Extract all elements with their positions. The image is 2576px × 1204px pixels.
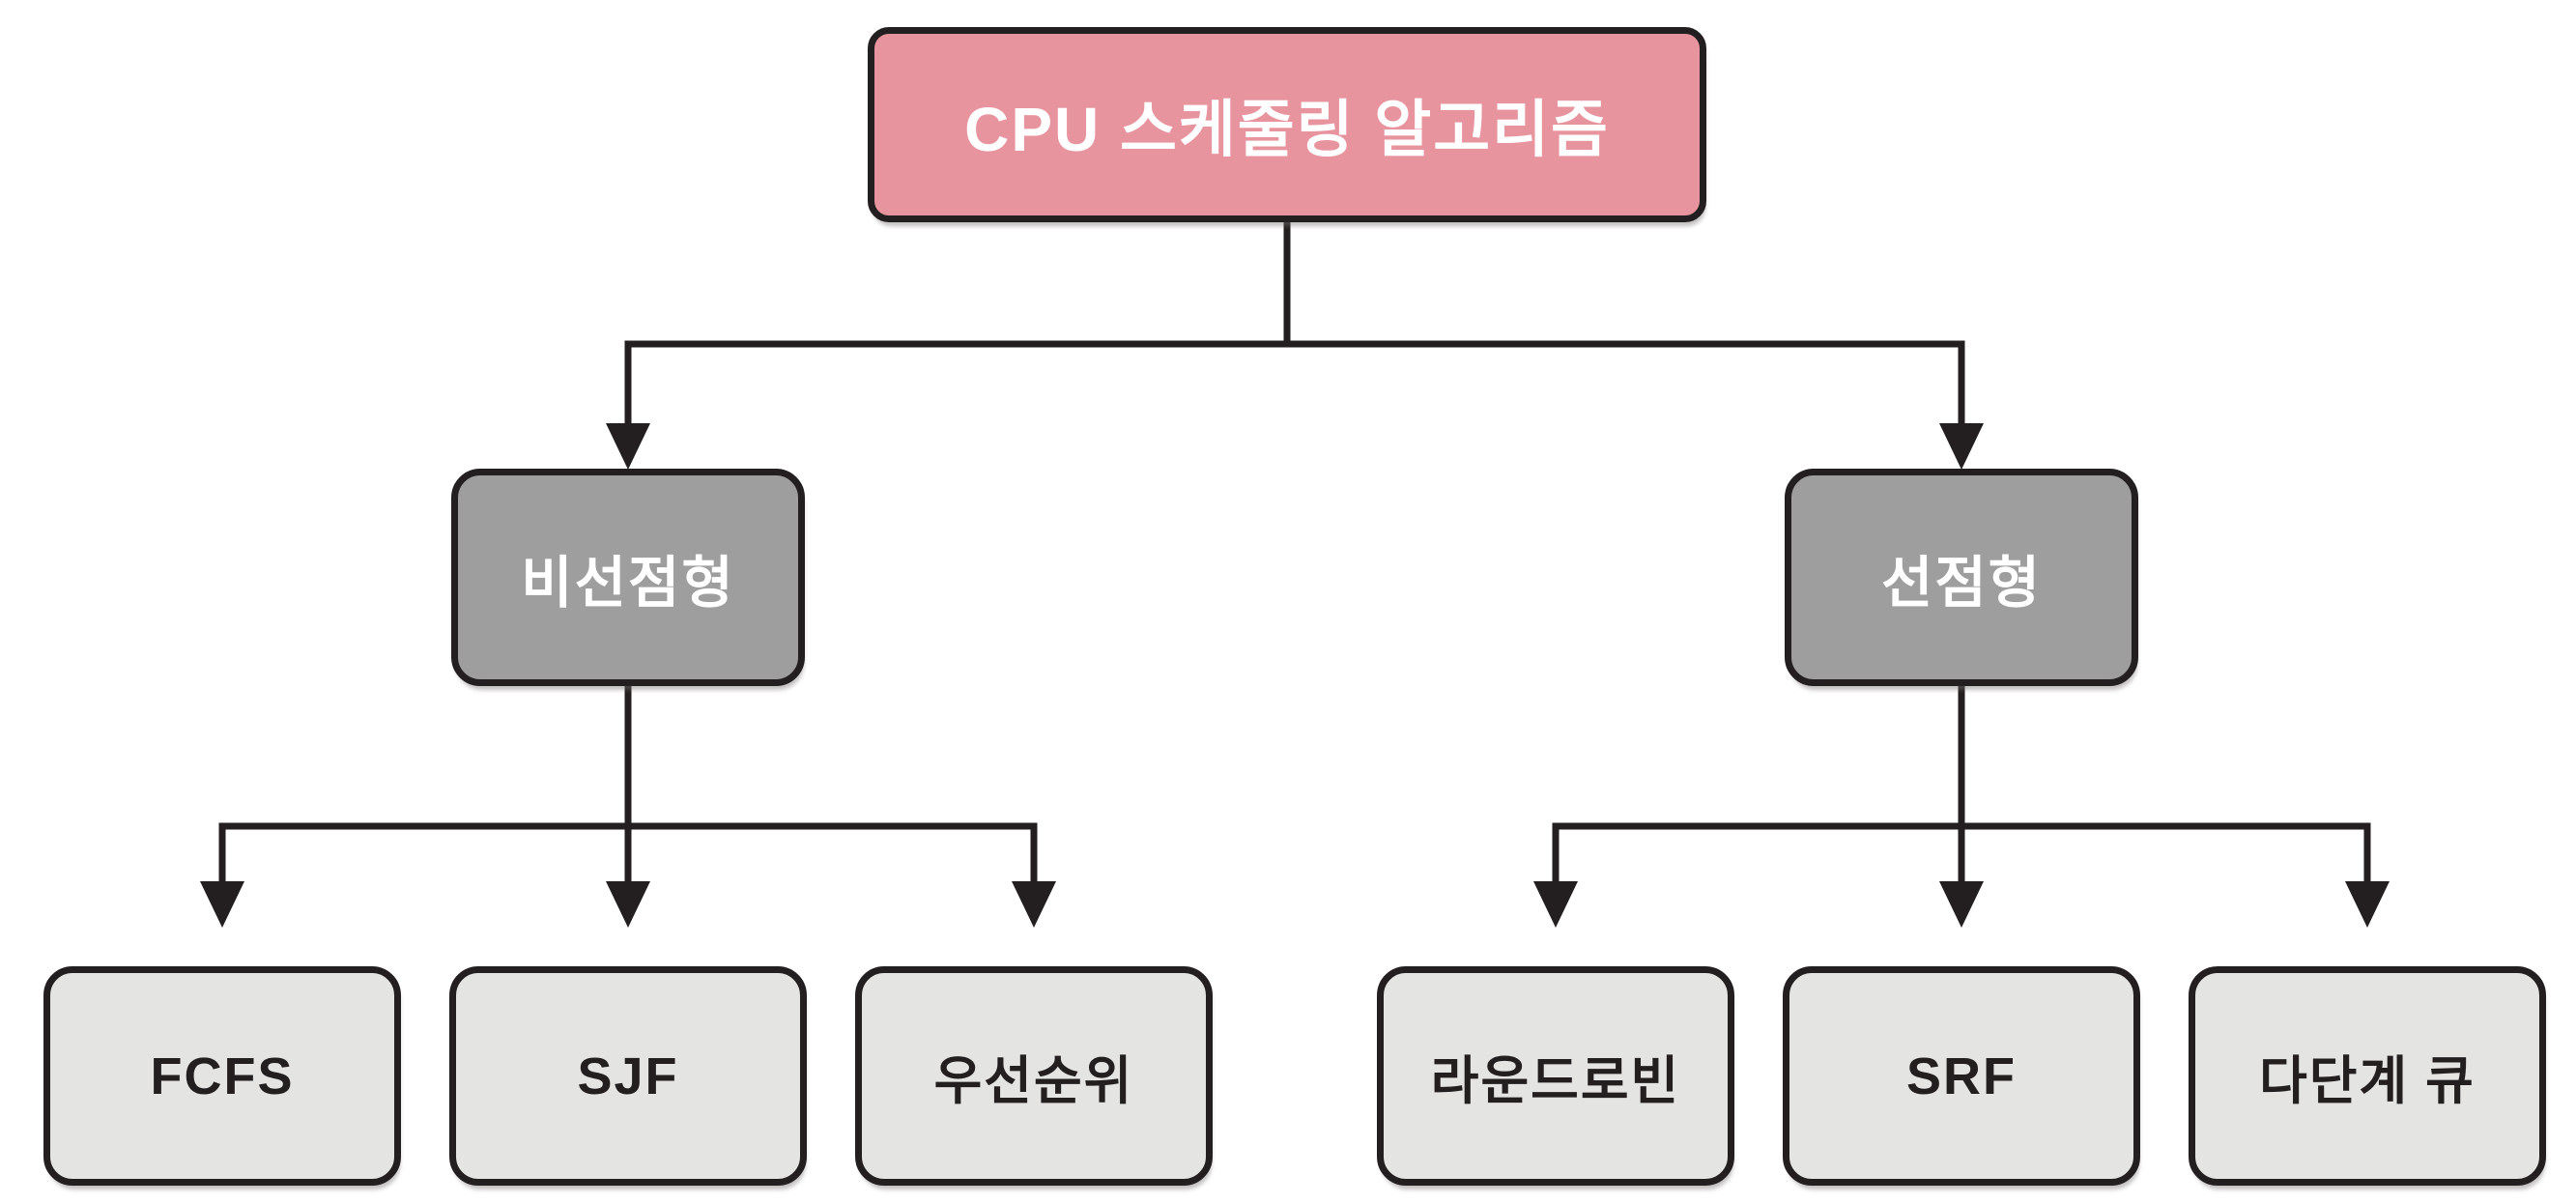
arrowhead-to-multilevel-queue — [2345, 881, 2390, 928]
arrowhead-to-sjf — [606, 881, 650, 928]
leaf-label: SRF — [1906, 1046, 2017, 1105]
level1-branch-line — [624, 340, 1965, 433]
node-leaf-fcfs: FCFS — [43, 966, 401, 1186]
leaf-label: 라운드로빈 — [1430, 1052, 1681, 1110]
leaf-label: SJF — [577, 1046, 679, 1105]
arrowhead-to-srf — [1939, 881, 1984, 928]
arrowhead-to-roundrobin — [1533, 881, 1578, 928]
node-leaf-sjf: SJF — [449, 966, 807, 1186]
node-branch-preemptive: 선점형 — [1785, 469, 2138, 686]
node-leaf-srf: SRF — [1783, 966, 2140, 1186]
arrowhead-to-priority — [1012, 881, 1056, 928]
node-leaf-multilevel-queue: 다단계 큐 — [2189, 966, 2546, 1186]
root-label: CPU 스케줄링 알고리즘 — [964, 95, 1610, 164]
arrowhead-to-nonpreemptive — [606, 423, 650, 470]
nonpreemptive-branch-line — [218, 822, 1038, 883]
preemptive-branch-line — [1552, 822, 2371, 883]
node-leaf-priority: 우선순위 — [855, 966, 1213, 1186]
node-branch-nonpreemptive: 비선점형 — [451, 469, 805, 686]
branch-label: 비선점형 — [521, 551, 735, 615]
branch-label: 선점형 — [1880, 551, 2043, 615]
leaf-label: 다단계 큐 — [2259, 1052, 2476, 1110]
arrowhead-to-fcfs — [200, 881, 244, 928]
node-root-cpu-scheduling: CPU 스케줄링 알고리즘 — [868, 27, 1706, 222]
node-leaf-roundrobin: 라운드로빈 — [1377, 966, 1734, 1186]
leaf-label: FCFS — [150, 1046, 295, 1105]
leaf-label: 우선순위 — [933, 1052, 1134, 1110]
arrowhead-to-preemptive — [1939, 423, 1984, 470]
